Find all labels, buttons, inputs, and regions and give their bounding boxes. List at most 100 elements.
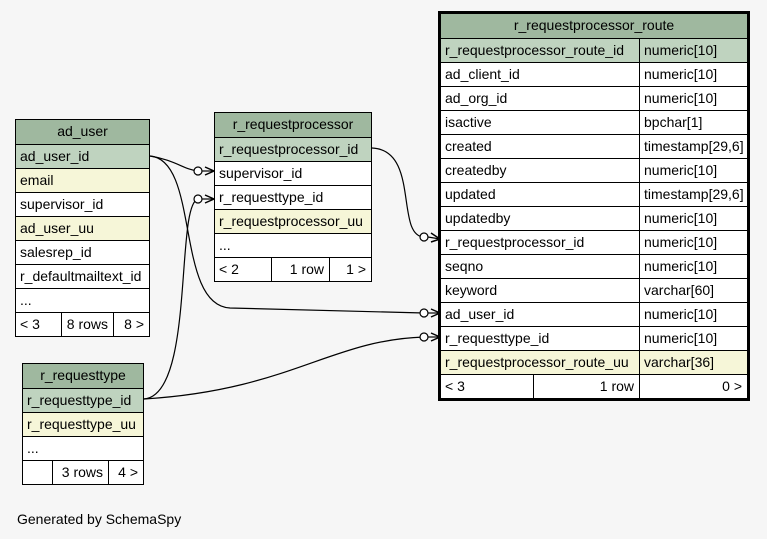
parents-count[interactable]: < 2	[219, 261, 239, 277]
column-name: ad_org_id	[445, 90, 508, 106]
column-name: salesrep_id	[20, 244, 92, 260]
column-name: r_requesttype_id	[27, 392, 132, 408]
column-name: seqno	[445, 258, 484, 274]
column-row[interactable]: ...	[16, 288, 149, 312]
column-name: ...	[219, 237, 231, 253]
column-name: keyword	[445, 282, 498, 298]
column-row[interactable]: salesrep_id	[16, 240, 149, 264]
column-name: supervisor_id	[219, 165, 303, 181]
column-row[interactable]: ...	[23, 436, 143, 460]
parents-count[interactable]: < 3	[445, 378, 465, 394]
column-name: ad_user_id	[445, 306, 515, 322]
row-count: 1 row	[533, 375, 639, 398]
column-type: varchar[60]	[639, 279, 747, 302]
column-name: r_requestprocessor_id	[219, 141, 359, 157]
children-count[interactable]: 1 >	[329, 258, 371, 281]
column-name: r_requestprocessor_route_uu	[445, 354, 629, 370]
column-type: numeric[10]	[639, 159, 747, 182]
column-row[interactable]: keyword varchar[60]	[441, 278, 747, 302]
column-row[interactable]: r_defaultmailtext_id	[16, 264, 149, 288]
row-count: 3 rows	[52, 461, 108, 484]
column-row[interactable]: ...	[215, 233, 371, 257]
table-r-requesttype[interactable]: r_requesttype r_requesttype_id r_requestty…	[22, 363, 144, 485]
column-name: updatedby	[445, 210, 511, 226]
column-type: numeric[10]	[639, 303, 747, 326]
column-row[interactable]: seqno numeric[10]	[441, 254, 747, 278]
parents-count[interactable]: < 3	[20, 316, 40, 332]
column-type: numeric[10]	[639, 87, 747, 110]
column-name: isactive	[445, 114, 492, 130]
row-count: 1 row	[271, 258, 329, 281]
column-row[interactable]: r_requesttype_uu	[23, 412, 143, 436]
column-name: ...	[20, 292, 32, 308]
column-type: numeric[10]	[639, 231, 747, 254]
table-header[interactable]: r_requestprocessor_route	[441, 14, 747, 38]
column-row[interactable]: updated timestamp[29,6]	[441, 182, 747, 206]
column-name: createdby	[445, 162, 507, 178]
column-row[interactable]: email	[16, 168, 149, 192]
column-name: r_requestprocessor_id	[445, 234, 585, 250]
column-row[interactable]: r_requestprocessor_id	[215, 137, 371, 161]
column-row[interactable]: r_requestprocessor_id numeric[10]	[441, 230, 747, 254]
column-row[interactable]: ad_user_id numeric[10]	[441, 302, 747, 326]
column-name: r_requesttype_id	[445, 330, 550, 346]
column-name: ad_client_id	[445, 66, 520, 82]
children-count[interactable]: 8 >	[113, 313, 149, 336]
column-name: r_requestprocessor_route_id	[445, 42, 624, 58]
column-row[interactable]: r_requestprocessor_route_uu varchar[36]	[441, 350, 747, 374]
column-type: timestamp[29,6]	[639, 183, 747, 206]
edge-ad-user-supervisor	[149, 155, 216, 176]
column-row[interactable]: r_requesttype_id numeric[10]	[441, 326, 747, 350]
column-type: numeric[10]	[639, 327, 747, 350]
column-name: supervisor_id	[20, 196, 104, 212]
row-count: 8 rows	[61, 313, 113, 336]
column-name: email	[20, 172, 54, 188]
column-row[interactable]: ad_client_id numeric[10]	[441, 62, 747, 86]
column-type: varchar[36]	[639, 351, 747, 374]
column-type: numeric[10]	[639, 63, 747, 86]
children-count[interactable]: 4 >	[108, 461, 143, 484]
column-row[interactable]: r_requestprocessor_route_id numeric[10]	[441, 38, 747, 62]
edge-requestprocessor-route	[371, 147, 442, 243]
column-row[interactable]: r_requesttype_id	[215, 185, 371, 209]
column-row[interactable]: updatedby numeric[10]	[441, 206, 747, 230]
column-name: r_requesttype_uu	[27, 416, 136, 432]
column-name: ...	[27, 440, 39, 456]
column-row[interactable]: supervisor_id	[215, 161, 371, 185]
generated-by-note: Generated by SchemaSpy	[17, 511, 182, 527]
column-row[interactable]: r_requestprocessor_uu	[215, 209, 371, 233]
column-type: numeric[10]	[639, 39, 747, 62]
parents-count[interactable]	[23, 461, 52, 484]
children-count[interactable]: 0 >	[639, 375, 747, 398]
column-row[interactable]: ad_user_uu	[16, 216, 149, 240]
column-name: r_requestprocessor_uu	[219, 213, 363, 229]
column-row[interactable]: r_requesttype_id	[23, 388, 143, 412]
table-header[interactable]: r_requesttype	[23, 364, 143, 388]
column-row[interactable]: supervisor_id	[16, 192, 149, 216]
edge-requesttype-route	[143, 332, 442, 400]
table-header[interactable]: r_requestprocessor	[215, 113, 371, 137]
column-name: r_requesttype_id	[219, 189, 324, 205]
column-type: bpchar[1]	[639, 111, 747, 134]
column-row[interactable]: isactive bpchar[1]	[441, 110, 747, 134]
column-row[interactable]: ad_user_id	[16, 144, 149, 168]
column-name: updated	[445, 186, 496, 202]
column-type: numeric[10]	[639, 207, 747, 230]
column-row[interactable]: ad_org_id numeric[10]	[441, 86, 747, 110]
table-header[interactable]: ad_user	[16, 120, 149, 144]
column-name: created	[445, 138, 492, 154]
column-name: ad_user_id	[20, 148, 90, 164]
column-type: numeric[10]	[639, 255, 747, 278]
column-row[interactable]: createdby numeric[10]	[441, 158, 747, 182]
column-name: ad_user_uu	[20, 220, 94, 236]
column-name: r_defaultmailtext_id	[20, 268, 142, 284]
